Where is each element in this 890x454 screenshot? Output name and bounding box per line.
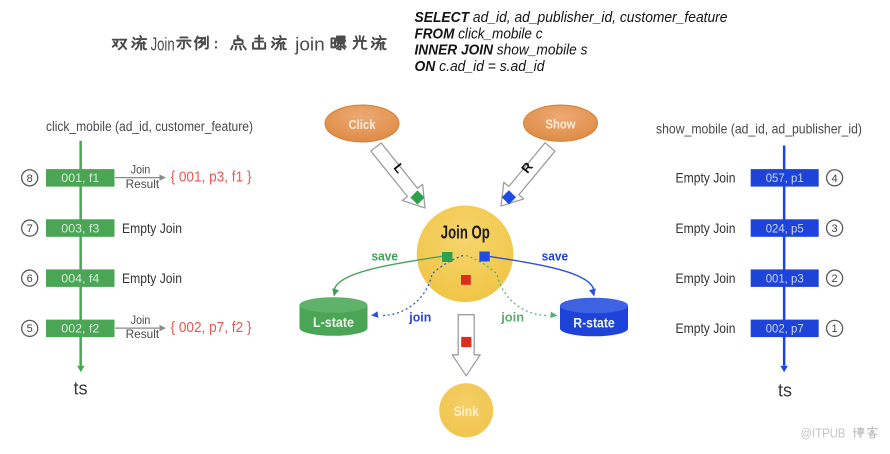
svg-text:002, f2: 002, f2	[61, 322, 99, 336]
svg-text:Join: Join	[131, 163, 151, 177]
svg-text:click_mobile (ad_id, customer_: click_mobile (ad_id, customer_feature)	[46, 119, 253, 134]
svg-text:Result: Result	[126, 177, 160, 191]
svg-text:ts: ts	[74, 378, 88, 399]
svg-text:save: save	[372, 250, 399, 264]
svg-text:3: 3	[832, 223, 838, 235]
svg-text:INNER JOIN show_mobile s: INNER JOIN show_mobile s	[415, 43, 588, 59]
svg-text:show_mobile (ad_id, ad_publish: show_mobile (ad_id, ad_publisher_id)	[656, 122, 862, 137]
svg-text:024, p5: 024, p5	[766, 221, 804, 235]
svg-text:5: 5	[27, 323, 33, 335]
svg-text:001, p3: 001, p3	[766, 272, 804, 286]
svg-text:L-state: L-state	[313, 314, 354, 330]
svg-text:4: 4	[832, 173, 838, 185]
svg-text:Result: Result	[126, 327, 160, 341]
svg-text:save: save	[542, 250, 569, 264]
svg-text:001, f1: 001, f1	[61, 171, 99, 185]
svg-text:join: join	[408, 310, 431, 325]
svg-text:Empty Join: Empty Join	[122, 220, 182, 236]
svg-text:Empty Join: Empty Join	[122, 270, 182, 286]
svg-text:R-state: R-state	[573, 315, 615, 331]
svg-text:Join: Join	[151, 35, 175, 55]
svg-text:8: 8	[27, 173, 33, 185]
svg-text:Click: Click	[349, 117, 377, 132]
svg-text:003, f3: 003, f3	[61, 221, 99, 235]
svg-text:{ 002, p7, f2 }: { 002, p7, f2 }	[171, 320, 252, 336]
svg-text:057, p1: 057, p1	[766, 171, 804, 185]
svg-text:Empty Join: Empty Join	[676, 320, 736, 336]
svg-text:ts: ts	[778, 380, 792, 401]
svg-text:7: 7	[27, 223, 33, 235]
svg-text:Join Op: Join Op	[441, 222, 490, 243]
svg-text:Show: Show	[546, 117, 577, 132]
svg-text:{ 001, p3, f1 }: { 001, p3, f1 }	[171, 170, 252, 186]
svg-text:ON c.ad_id = s.ad_id: ON c.ad_id = s.ad_id	[415, 59, 546, 75]
svg-text:SELECT ad_id, ad_publisher_id,: SELECT ad_id, ad_publisher_id, customer_…	[415, 10, 728, 26]
svg-text:2: 2	[832, 273, 838, 285]
svg-text:002, p7: 002, p7	[766, 322, 804, 336]
svg-text:Empty Join: Empty Join	[676, 170, 736, 186]
svg-text:Empty Join: Empty Join	[676, 270, 736, 286]
svg-text:join: join	[500, 310, 524, 325]
svg-text:6: 6	[27, 273, 33, 285]
svg-text:004, f4: 004, f4	[61, 272, 99, 286]
svg-text:join: join	[294, 35, 325, 55]
svg-text:@ITPUB: @ITPUB	[801, 425, 846, 440]
svg-text:Sink: Sink	[454, 403, 479, 419]
svg-text:FROM click_mobile c: FROM click_mobile c	[415, 26, 543, 42]
svg-text:1: 1	[832, 323, 838, 335]
svg-text:Empty Join: Empty Join	[676, 220, 736, 236]
svg-text:Join: Join	[131, 313, 151, 327]
